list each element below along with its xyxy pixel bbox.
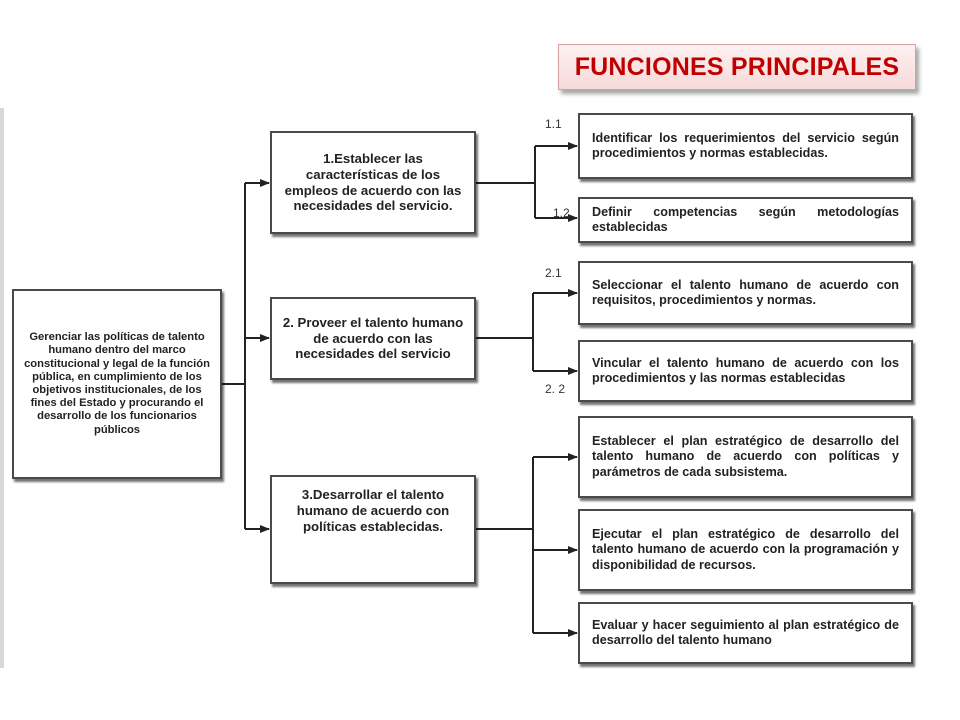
- function-2-box: 2. Proveer el talento humano de acuerdo …: [270, 297, 476, 380]
- page-title: FUNCIONES PRINCIPALES: [558, 44, 916, 90]
- task-2-1-text: Seleccionar el talento humano de acuerdo…: [592, 277, 899, 307]
- root-text: Gerenciar las políticas de talento human…: [24, 331, 210, 436]
- root-box: Gerenciar las políticas de talento human…: [12, 289, 222, 479]
- task-1-2-text: Definir competencias según metodologías …: [592, 204, 899, 234]
- task-3-3-box: Evaluar y hacer seguimiento al plan estr…: [578, 602, 913, 664]
- task-3-1-box: Establecer el plan estratégico de desarr…: [578, 416, 913, 498]
- task-3-3-text: Evaluar y hacer seguimiento al plan estr…: [592, 617, 899, 647]
- task-2-1-box: Seleccionar el talento humano de acuerdo…: [578, 261, 913, 325]
- label-2-2: 2. 2: [545, 382, 566, 396]
- label-1-1: 1.1: [545, 117, 562, 131]
- task-3-2-box: Ejecutar el plan estratégico de desarrol…: [578, 509, 913, 591]
- task-3-1-text: Establecer el plan estratégico de desarr…: [592, 433, 899, 479]
- label-1-2: 1.2: [553, 206, 570, 220]
- function-1-box: 1.Establecer las características de los …: [270, 131, 476, 234]
- task-2-2-box: Vincular el talento humano de acuerdo co…: [578, 340, 913, 402]
- function-3-text: 3.Desarrollar el talento humano de acuer…: [296, 487, 450, 534]
- task-1-1-box: Identificar los requerimientos del servi…: [578, 113, 913, 179]
- function-2-text: 2. Proveer el talento humano de acuerdo …: [282, 314, 464, 362]
- left-divider: [0, 108, 4, 668]
- function-1-text: 1.Establecer las características de los …: [284, 150, 462, 214]
- task-3-2-text: Ejecutar el plan estratégico de desarrol…: [592, 526, 899, 572]
- task-1-1-text: Identificar los requerimientos del servi…: [592, 130, 899, 160]
- label-2-1: 2.1: [545, 266, 562, 280]
- task-2-2-text: Vincular el talento humano de acuerdo co…: [592, 355, 899, 385]
- function-3-box: 3.Desarrollar el talento humano de acuer…: [270, 475, 476, 584]
- task-1-2-box: Definir competencias según metodologías …: [578, 197, 913, 243]
